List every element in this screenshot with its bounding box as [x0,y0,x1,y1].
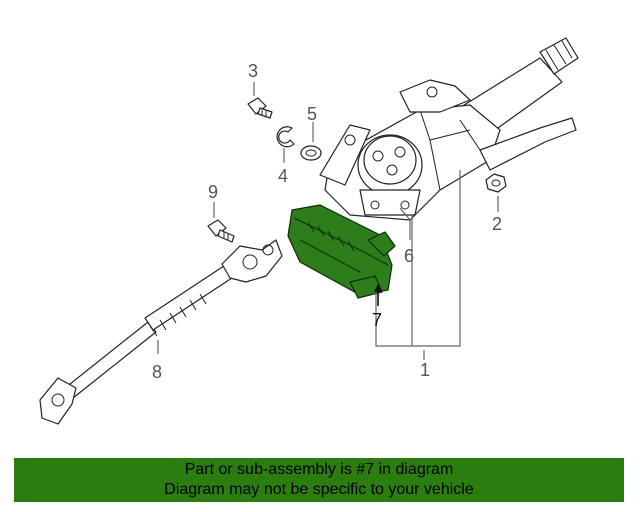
intermediate-shaft[interactable] [39,239,283,425]
callout-6: 6 [404,246,414,266]
banner-line-2: Diagram may not be specific to your vehi… [164,481,474,498]
arrowhead-7 [374,284,382,292]
callout-8: 8 [152,362,162,382]
callout-9: 9 [208,182,218,202]
part-3-bolt[interactable] [247,97,273,119]
info-banner: Part or sub-assembly is #7 in diagram Di… [14,458,624,502]
banner-line-1: Part or sub-assembly is #7 in diagram [184,461,454,478]
callout-2: 2 [492,214,502,234]
callout-5: 5 [307,104,317,124]
callout-1: 1 [420,360,430,380]
callout-7: 7 [372,310,382,330]
part-9-bolt[interactable] [207,219,235,243]
leader-6 [399,207,411,240]
part-4-clip[interactable] [276,126,295,148]
part-5-washer[interactable] [300,145,322,161]
callout-4: 4 [278,166,288,186]
callout-3: 3 [248,61,258,81]
steering-column-assembly[interactable] [319,37,579,221]
part-7-control-module[interactable] [287,204,396,299]
part-2-nut[interactable] [485,173,507,193]
leader-1 [375,170,461,347]
parts-diagram: 3 5 4 9 2 6 7 8 1 [39,37,579,425]
